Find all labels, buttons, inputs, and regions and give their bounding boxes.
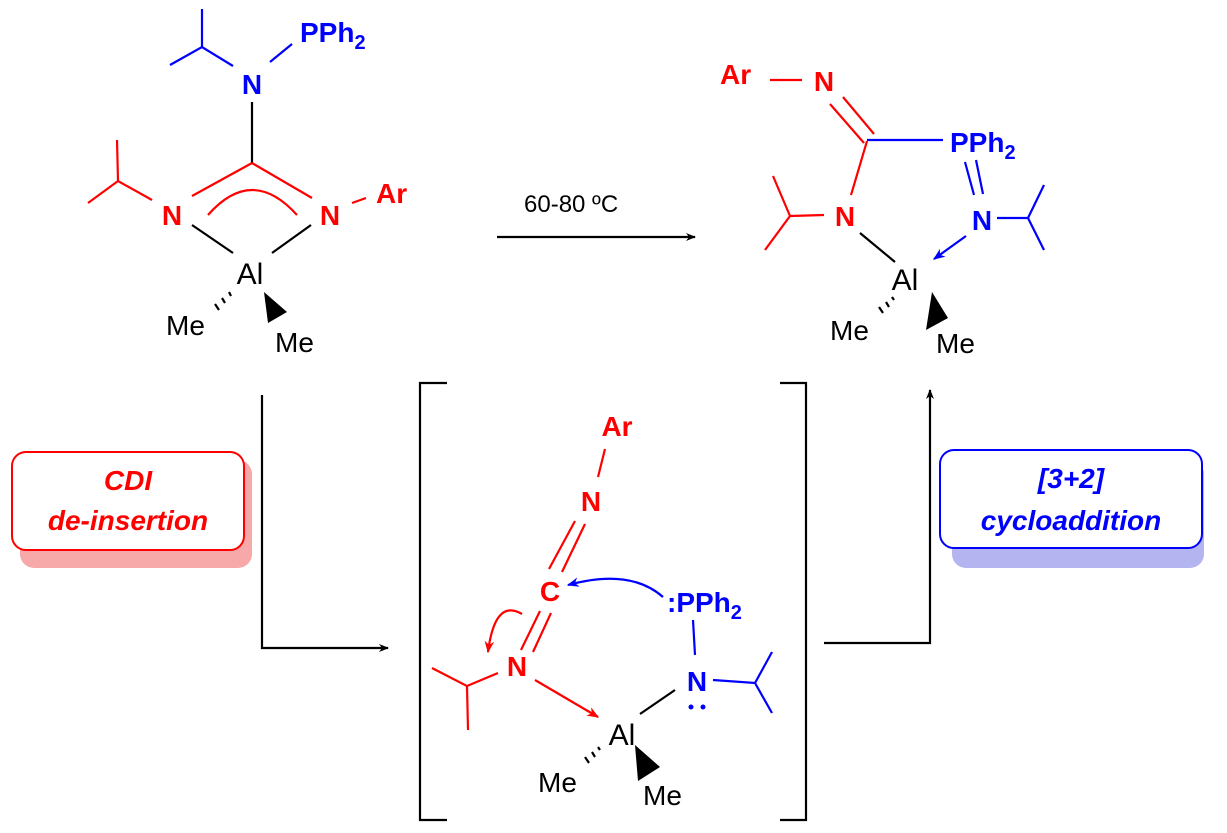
blue-bonds xyxy=(691,619,773,714)
box-border xyxy=(11,451,245,551)
box-text: CDI xyxy=(104,465,153,496)
n-label: N xyxy=(242,69,262,100)
cdi-deinsertion-box: CDI de-insertion xyxy=(11,451,252,568)
me-label: Me xyxy=(643,780,682,811)
dative-arrow xyxy=(933,235,967,260)
carbodiimide-bonds xyxy=(431,448,607,731)
black-bonds xyxy=(584,689,676,764)
red-bonds xyxy=(764,78,875,251)
n-label: N xyxy=(835,201,855,232)
black-bonds xyxy=(859,232,896,314)
al-label: Al xyxy=(237,258,264,291)
me-label: Me xyxy=(830,315,869,346)
product: Ar N N PPh2 N Al Me Me xyxy=(720,59,1045,359)
pph2-label: PPh2 xyxy=(300,17,366,54)
n-label: N xyxy=(507,651,527,682)
starting-material: PPh2 N N N Ar Al Me Me xyxy=(87,9,407,358)
curved-arrow-blue xyxy=(566,577,664,598)
box-text: de-insertion xyxy=(48,505,208,536)
blue-bonds xyxy=(867,138,1045,251)
curved-arrow-red xyxy=(484,609,523,654)
pph2-label: PPh2 xyxy=(950,127,1016,164)
intermediate: Ar N C N :PPh2 N Al Me Me xyxy=(431,411,773,811)
amidinate-bonds xyxy=(87,139,367,216)
hashed-bond xyxy=(214,291,232,311)
box-border xyxy=(939,449,1203,549)
ar-label: Ar xyxy=(376,178,407,209)
al-label: Al xyxy=(892,264,919,297)
lone-pair-dot xyxy=(700,704,706,710)
me-label: Me xyxy=(275,327,314,358)
me-label: Me xyxy=(538,767,577,798)
phosphinoamino-bonds xyxy=(169,9,293,67)
lone-pair-dot xyxy=(688,704,694,710)
wedge-bond xyxy=(264,292,287,323)
pph2-label: :PPh2 xyxy=(667,587,742,624)
n-label: N xyxy=(814,66,834,97)
n-label: N xyxy=(972,205,992,236)
n-label: N xyxy=(581,486,601,517)
box-text: [3+2] xyxy=(1037,463,1106,494)
black-bonds xyxy=(191,102,312,254)
wedge-bond xyxy=(926,292,948,330)
n-label: N xyxy=(162,200,182,231)
n-label: N xyxy=(320,200,340,231)
cycloaddition-box: [3+2] cycloaddition xyxy=(939,449,1204,568)
c-label: C xyxy=(540,576,560,607)
ar-label: Ar xyxy=(601,411,632,442)
reaction-condition: 60-80 ºC xyxy=(524,191,618,218)
me-label: Me xyxy=(936,328,975,359)
wedge-bond xyxy=(635,745,660,781)
ar-label: Ar xyxy=(720,59,751,90)
al-label: Al xyxy=(609,719,636,752)
cycloaddition-path-arrow xyxy=(824,389,934,645)
me-label: Me xyxy=(166,310,205,341)
box-text: cycloaddition xyxy=(981,505,1161,536)
deinsertion-path-arrow xyxy=(260,395,389,652)
intermediate-brackets xyxy=(418,381,808,822)
dative-arrow-red xyxy=(534,679,600,718)
n-label: N xyxy=(687,666,707,697)
